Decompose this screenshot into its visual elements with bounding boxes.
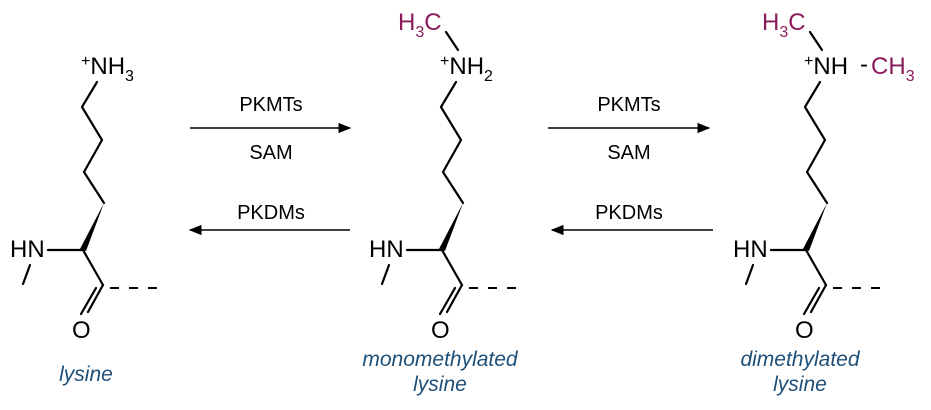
caption-dimethylated-line2: lysine bbox=[773, 373, 827, 396]
backbone-n-stub bbox=[21, 263, 32, 286]
forward-enzyme-label: PKMTs bbox=[239, 94, 302, 116]
carbonyl-bond-2 bbox=[438, 286, 457, 316]
wedge-bond bbox=[80, 203, 104, 251]
carbonyl-bond-1 bbox=[809, 283, 828, 314]
caption-monomethylated-line1: monomethylated bbox=[362, 348, 519, 371]
side-chain-bonds bbox=[439, 80, 465, 205]
reaction-step-2: PKMTs SAM PKDMs bbox=[548, 94, 713, 236]
methyl-bond-1 bbox=[808, 30, 824, 52]
reverse-enzyme-label: PKDMs bbox=[595, 202, 663, 224]
cofactor-label: SAM bbox=[249, 142, 292, 164]
backbone-n-stub bbox=[380, 263, 391, 286]
forward-enzyme-label: PKMTs bbox=[597, 94, 660, 116]
carbonyl-bond-1 bbox=[86, 283, 105, 314]
backbone-bonds bbox=[769, 248, 828, 287]
backbone-bonds bbox=[405, 248, 464, 287]
backbone-n-stub bbox=[744, 263, 755, 286]
side-chain-bonds bbox=[80, 80, 106, 205]
amine-group: +NH bbox=[804, 53, 848, 80]
carbonyl-bond-1 bbox=[445, 283, 464, 314]
methyl-bond bbox=[444, 30, 460, 52]
methyl-group: H3C bbox=[398, 9, 442, 41]
dimethyl-lysine-structure: H3C +NH - CH3 HN O bbox=[733, 9, 915, 344]
wedge-bond bbox=[803, 203, 827, 251]
cofactor-label: SAM bbox=[607, 142, 650, 164]
carbonyl-bond-2 bbox=[79, 286, 98, 316]
backbone-nh: HN bbox=[10, 236, 45, 263]
methyl-group-2: CH3 bbox=[871, 53, 915, 85]
methyl-bond-2: - bbox=[860, 51, 868, 78]
monomethyl-lysine-structure: H3C +NH2 HN O bbox=[369, 9, 519, 344]
backbone-nh: HN bbox=[369, 236, 404, 263]
carbonyl-bond-2 bbox=[802, 286, 821, 316]
caption-monomethylated-line2: lysine bbox=[413, 373, 467, 396]
reaction-step-1: PKMTs SAM PKDMs bbox=[188, 94, 352, 236]
backbone-bonds bbox=[46, 248, 105, 287]
caption-dimethylated-line1: dimethylated bbox=[740, 348, 860, 371]
carbonyl-oxygen: O bbox=[72, 317, 91, 344]
wedge-bond bbox=[439, 203, 463, 251]
carbonyl-oxygen: O bbox=[431, 317, 450, 344]
caption-lysine: lysine bbox=[59, 363, 113, 386]
methyl-group-1: H3C bbox=[762, 9, 806, 41]
lysine-structure: +NH3 HN O bbox=[10, 53, 160, 344]
carbonyl-oxygen: O bbox=[795, 317, 814, 344]
amine-group: +NH2 bbox=[440, 53, 493, 85]
backbone-nh: HN bbox=[733, 236, 768, 263]
amine-group: +NH3 bbox=[81, 53, 134, 85]
side-chain-bonds bbox=[803, 80, 829, 205]
reverse-enzyme-label: PKDMs bbox=[237, 202, 305, 224]
